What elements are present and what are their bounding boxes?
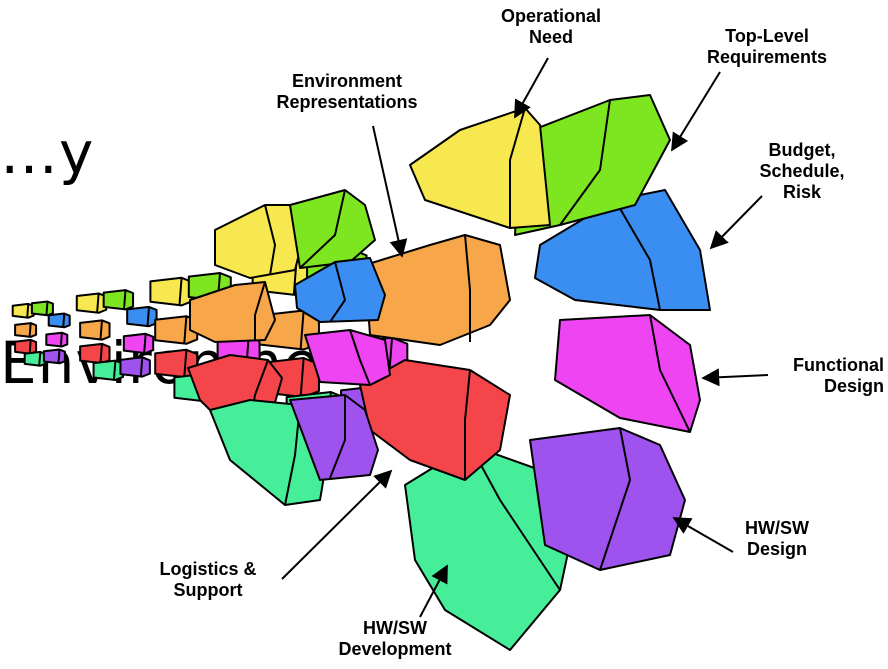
arrow-functional-design xyxy=(701,368,769,387)
arrow-top-level-requirements xyxy=(671,71,721,152)
mid-block-blue xyxy=(294,257,386,323)
ring-2-block-lime xyxy=(102,289,135,311)
mid-block-yellow xyxy=(214,204,301,279)
label-hw-sw-development: HW/SW Development xyxy=(338,618,452,659)
ring-1-block-yellow xyxy=(11,302,35,319)
label-logistics-support: Logistics & Support xyxy=(159,559,257,600)
ring-1-block-orange xyxy=(14,322,38,338)
ring-3-block-orange xyxy=(154,315,199,345)
front-block-lime xyxy=(514,94,671,236)
label-top-level-requirements: Top-Level Requirements xyxy=(706,26,828,67)
ring-2-block-blue xyxy=(126,305,158,328)
ring-1-block-green xyxy=(23,350,47,367)
front-block-yellow xyxy=(409,107,551,229)
mid-block-purple xyxy=(289,394,379,481)
arrow-logistics-support xyxy=(281,469,393,580)
ring-3-block-yellow xyxy=(149,276,194,307)
ring-1-block-blue xyxy=(47,312,71,329)
label-functional-design: Functional Design xyxy=(793,355,884,396)
arrow-hw-sw-development xyxy=(419,564,448,618)
arrow-operational-need xyxy=(514,57,549,119)
segment-blocks xyxy=(11,94,711,651)
mid-block-magenta xyxy=(304,329,391,386)
front-block-magenta xyxy=(554,314,701,433)
arrow-budget-schedule-risk xyxy=(709,195,763,250)
ring-1-block-purple xyxy=(42,348,66,365)
ring-2-block-magenta xyxy=(122,332,155,355)
label-budget-schedule-risk: Budget, Schedule, Risk xyxy=(759,140,845,202)
mid-block-lime xyxy=(289,189,376,269)
arrow-hw-sw-design xyxy=(672,517,734,553)
arrow-environment-representations xyxy=(372,125,408,258)
front-block-purple xyxy=(529,427,686,571)
ring-1-block-lime xyxy=(30,300,54,317)
front-block-orange xyxy=(364,234,511,346)
ring-2-block-purple xyxy=(119,356,151,378)
front-block-red xyxy=(359,359,511,481)
ring-1-block-red xyxy=(14,338,38,355)
label-hw-sw-design: HW/SW Design xyxy=(745,518,809,559)
ring-2-block-orange xyxy=(79,319,111,341)
ring-2-block-green xyxy=(92,359,124,381)
ring-1-block-magenta xyxy=(45,331,69,348)
label-arrows xyxy=(281,57,769,618)
label-operational-need: Operational Need xyxy=(500,6,602,47)
mid-block-orange xyxy=(189,281,276,343)
ring-2-block-red xyxy=(79,342,111,365)
label-environment-representations: Environment Representations xyxy=(276,71,418,112)
page-title-line-1: …y xyxy=(0,119,95,187)
ring-2-block-yellow xyxy=(75,292,108,314)
